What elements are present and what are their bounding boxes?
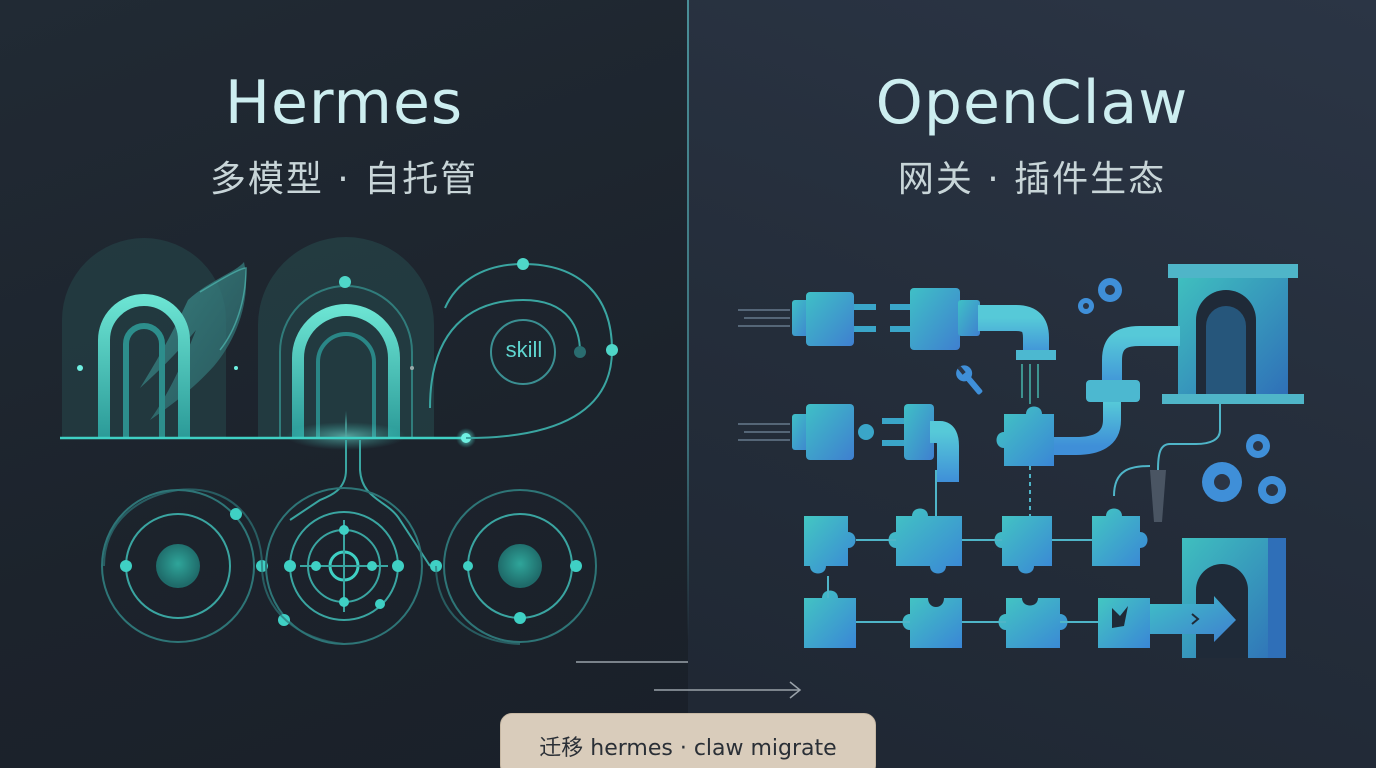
arch-icon-1 <box>98 294 190 438</box>
openclaw-subtitle: 网关 · 插件生态 <box>897 159 1167 200</box>
hermes-artwork <box>60 237 688 663</box>
orbit-ring-3 <box>443 489 597 643</box>
hermes-subtitle: 多模型 · 自托管 <box>209 159 479 200</box>
wave-shape <box>140 262 247 420</box>
orbit-dot <box>517 258 529 270</box>
core-dot-1 <box>156 544 200 588</box>
openclaw-title: OpenClaw <box>875 68 1189 138</box>
migrate-command-badge: 迁移 hermes · claw migrate <box>500 713 876 768</box>
arch-icon-2 <box>292 304 400 438</box>
arch-backdrop-2 <box>258 237 434 438</box>
core-dot-3 <box>498 544 542 588</box>
orbit-dot <box>606 344 618 356</box>
skill-circle <box>490 319 556 385</box>
skill-label: skill <box>505 337 543 362</box>
hermes-title: Hermes <box>224 68 464 138</box>
migrate-command-label: 迁移 hermes · claw migrate <box>539 736 837 761</box>
orbit-dot <box>574 346 586 358</box>
panel-divider <box>687 0 689 640</box>
